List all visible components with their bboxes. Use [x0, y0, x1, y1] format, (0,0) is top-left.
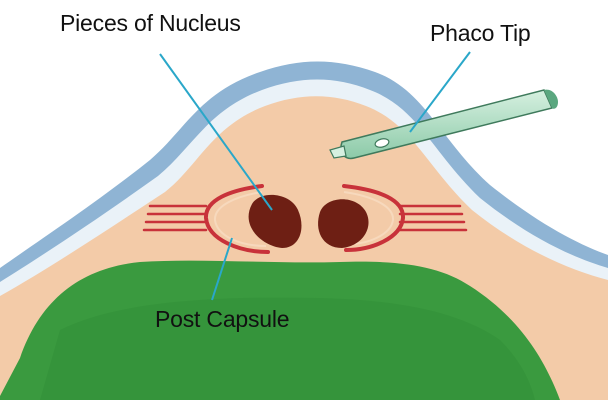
label-post-capsule: Post Capsule: [155, 306, 289, 333]
label-pieces-of-nucleus: Pieces of Nucleus: [60, 10, 241, 37]
label-phaco-tip: Phaco Tip: [430, 20, 531, 47]
